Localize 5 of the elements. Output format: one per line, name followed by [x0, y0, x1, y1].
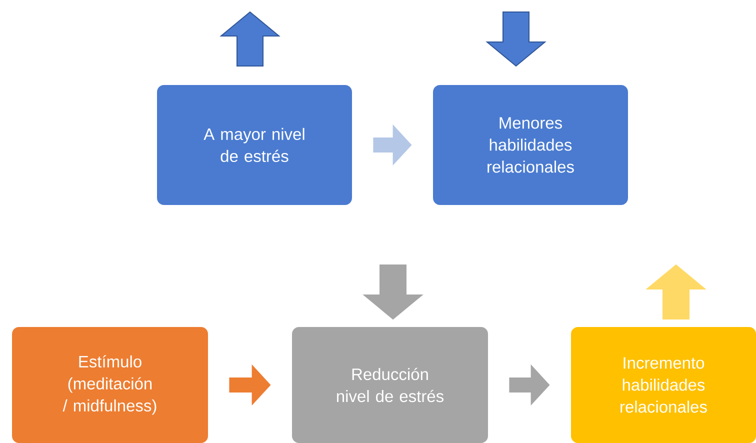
process-box: A mayor nivel de estrés — [157, 84, 352, 205]
process-box: Estímulo (meditación / midfulness) — [12, 326, 208, 443]
process-box: Reducción nivel de estrés — [292, 326, 488, 443]
process-box: Menores habilidades relacionales — [433, 84, 628, 205]
process-box: Incremento habilidades relacionales — [571, 326, 756, 443]
